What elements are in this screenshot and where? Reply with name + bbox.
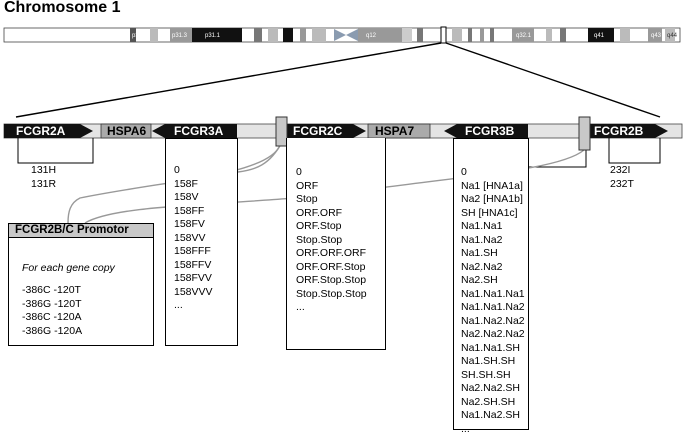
- gene-label-fcgr2b: FCGR2B: [594, 124, 643, 139]
- list-item: ORF.ORF.ORF: [296, 247, 367, 261]
- list-item: Na2.Na2.Na2: [461, 328, 525, 342]
- list-item: 158FV: [174, 218, 213, 232]
- list-item: SH [HNA1c]: [461, 207, 525, 221]
- list-item: Na1.SH.SH: [461, 355, 525, 369]
- list-item: Na1.Na1.SH: [461, 342, 525, 356]
- list-item: Na1.Na2.Na2: [461, 315, 525, 329]
- list-item: 232T: [610, 178, 634, 192]
- list-item: ORF.Stop: [296, 220, 367, 234]
- list-item: Stop.Stop: [296, 234, 367, 248]
- zoom-line-right: [446, 43, 660, 117]
- list-item: Stop.Stop.Stop: [296, 288, 367, 302]
- list-item: 0: [296, 166, 367, 180]
- list-item: ORF.ORF.Stop: [296, 261, 367, 275]
- list-item: ...: [296, 301, 367, 315]
- list-item: SH.SH.SH: [461, 369, 525, 383]
- list-item: Na1.Na1: [461, 220, 525, 234]
- list-item: Na2.Na2: [461, 261, 525, 275]
- list-item: ORF.ORF: [296, 207, 367, 221]
- list-item: ORF: [296, 180, 367, 194]
- gene-label-fcgr3b: FCGR3B: [465, 124, 514, 139]
- list-item: 158FFF: [174, 245, 213, 259]
- list-item: Na1 [HNA1a]: [461, 180, 525, 194]
- gene-label-hspa7: HSPA7: [375, 124, 414, 139]
- zoom-line-left: [16, 43, 441, 117]
- promoter-variant-list: -386C -120T -386G -120T -386C -120A -386…: [22, 284, 82, 338]
- list-item: -386C -120A: [22, 311, 82, 325]
- list-item: 131H: [31, 164, 56, 178]
- list-item: Na2 [HNA1b]: [461, 193, 525, 207]
- list-item: Na2.SH: [461, 274, 525, 288]
- list-item: Na1.Na2: [461, 234, 525, 248]
- list-item: -386G -120T: [22, 298, 82, 312]
- list-item: Na1.SH: [461, 247, 525, 261]
- list-item: 131R: [31, 178, 56, 192]
- promoter-box-title: FCGR2B/C Promotor: [8, 223, 154, 238]
- list-item: Na1.Na1.Na1: [461, 288, 525, 302]
- band-label: q43: [651, 31, 661, 41]
- band-label: p31.3: [172, 31, 187, 41]
- list-item: Stop: [296, 193, 367, 207]
- list-item: Na2.SH.SH: [461, 396, 525, 410]
- gene-label-hspa6: HSPA6: [107, 124, 146, 139]
- fcgr2b-variant-list: 232I 232T: [610, 164, 634, 191]
- list-item: 158V: [174, 191, 213, 205]
- list-item: -386C -120T: [22, 284, 82, 298]
- promoter-marker-2b: [579, 117, 590, 150]
- list-item: 0: [461, 166, 525, 180]
- list-item: 158VV: [174, 232, 213, 246]
- list-item: Na1.Na1.Na2: [461, 301, 525, 315]
- band-label: p31.1: [205, 31, 220, 41]
- list-item: Na2.Na2.SH: [461, 382, 525, 396]
- list-item: 232I: [610, 164, 634, 178]
- fcgr2c-variant-list: 0 ORF Stop ORF.ORF ORF.Stop Stop.Stop OR…: [296, 166, 367, 315]
- gene-label-fcgr2c: FCGR2C: [293, 124, 342, 139]
- gene-label-fcgr3a: FCGR3A: [174, 124, 223, 139]
- list-item: -386G -120A: [22, 325, 82, 339]
- fcgr2a-variant-list: 131H 131R: [31, 164, 56, 191]
- list-item: 0: [174, 164, 213, 178]
- band-label: p33: [132, 31, 142, 41]
- band-label: q12: [366, 31, 376, 41]
- list-item: 158VVV: [174, 286, 213, 300]
- gene-label-fcgr2a: FCGR2A: [16, 124, 65, 139]
- chromosome-ideogram: [4, 27, 680, 43]
- list-item: 158F: [174, 178, 213, 192]
- list-item: 158FFV: [174, 259, 213, 273]
- list-item: 158FVV: [174, 272, 213, 286]
- list-item: ...: [461, 423, 525, 436]
- band-label: q32.1: [516, 31, 531, 41]
- band-label: q41: [594, 31, 604, 41]
- fcgr3b-variant-list: 0 Na1 [HNA1a] Na2 [HNA1b] SH [HNA1c] Na1…: [461, 166, 525, 436]
- list-item: 158FF: [174, 205, 213, 219]
- fcgr3a-variant-list: 0 158F 158V 158FF 158FV 158VV 158FFF 158…: [174, 164, 213, 313]
- list-item: ...: [174, 299, 213, 313]
- list-item: ORF.Stop.Stop: [296, 274, 367, 288]
- band-label: q44: [667, 31, 677, 41]
- promoter-subtitle: For each gene copy: [22, 262, 115, 276]
- list-item: Na1.Na2.SH: [461, 409, 525, 423]
